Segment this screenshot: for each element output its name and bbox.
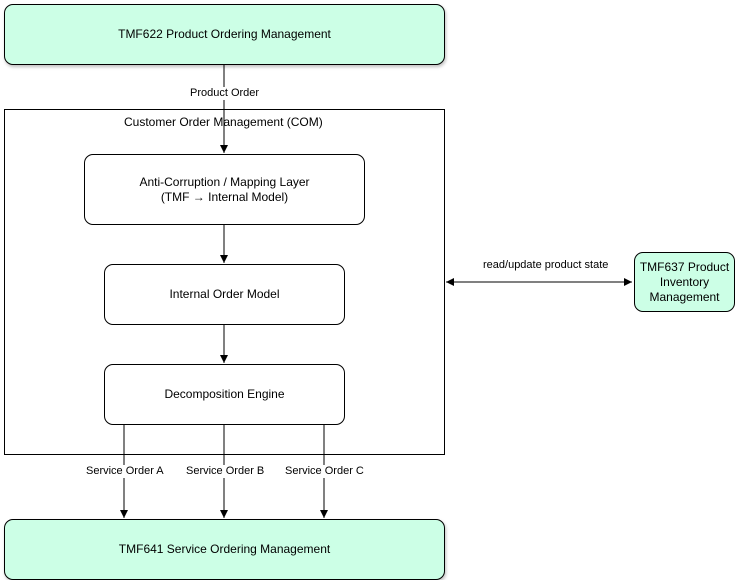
service-order-a-label: Service Order A bbox=[86, 465, 164, 478]
service-order-c-label: Service Order C bbox=[285, 465, 364, 478]
tmf637-label-line2: Inventory bbox=[659, 274, 710, 289]
decomposition-engine-label: Decomposition Engine bbox=[164, 387, 285, 401]
tmf637-label-line3: Management bbox=[649, 289, 720, 304]
read-update-edge-label: read/update product state bbox=[483, 259, 609, 272]
product-order-edge-label: Product Order bbox=[190, 87, 260, 100]
com-container bbox=[4, 109, 445, 455]
com-title: Customer Order Management (COM) bbox=[124, 115, 323, 129]
decomposition-engine-box[interactable]: Decomposition Engine bbox=[104, 364, 345, 425]
internal-order-model-label: Internal Order Model bbox=[169, 287, 280, 301]
tmf641-label: TMF641 Service Ordering Management bbox=[118, 542, 331, 556]
tmf637-label-line1: TMF637 Product bbox=[639, 259, 730, 274]
acl-box[interactable]: Anti-Corruption / Mapping Layer (TMF → I… bbox=[84, 154, 365, 225]
acl-label-line2: (TMF → Internal Model) bbox=[160, 189, 289, 204]
tmf622-box[interactable]: TMF622 Product Ordering Management bbox=[4, 4, 445, 65]
service-order-b-label: Service Order B bbox=[186, 465, 265, 478]
internal-order-model-box[interactable]: Internal Order Model bbox=[104, 264, 345, 325]
acl-label-line1: Anti-Corruption / Mapping Layer bbox=[139, 174, 310, 189]
tmf637-box[interactable]: TMF637 Product Inventory Management bbox=[634, 252, 735, 312]
tmf622-label: TMF622 Product Ordering Management bbox=[118, 27, 331, 41]
tmf641-box[interactable]: TMF641 Service Ordering Management bbox=[4, 519, 445, 580]
